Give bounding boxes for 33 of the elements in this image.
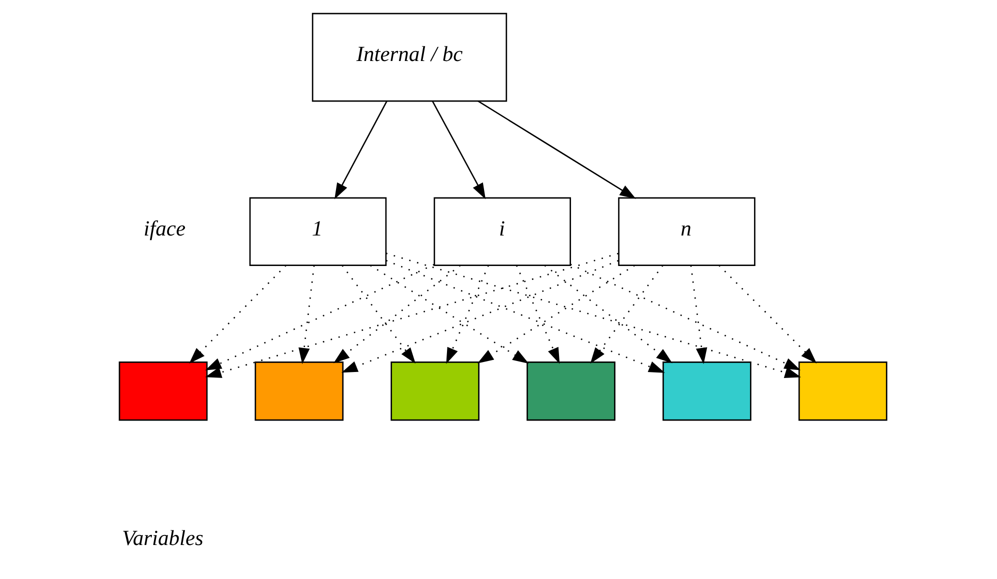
node-box <box>662 362 751 421</box>
arrow <box>570 264 800 370</box>
arrow <box>334 100 387 200</box>
label: Variables <box>122 526 203 550</box>
arrow <box>204 252 618 378</box>
arrow <box>340 260 618 373</box>
arrow <box>590 265 663 364</box>
node-box: 1 <box>248 197 386 266</box>
node-box <box>118 362 208 421</box>
arrow <box>431 100 486 200</box>
node-box <box>390 362 479 421</box>
arrow <box>341 265 416 364</box>
node-box: Internal / bc <box>311 12 507 102</box>
arrow <box>298 265 314 364</box>
node-box <box>526 362 615 421</box>
arrow <box>332 264 460 364</box>
arrow <box>515 265 560 364</box>
node-box: n <box>618 197 755 266</box>
node-box: i <box>433 197 570 266</box>
arrow <box>690 265 707 364</box>
arrow <box>385 260 664 373</box>
node-box <box>254 362 344 421</box>
arrow <box>188 264 286 364</box>
arrow <box>385 252 800 378</box>
label: iface <box>143 216 186 240</box>
arrow <box>446 265 489 364</box>
arrow <box>477 100 636 199</box>
node-box <box>798 362 887 421</box>
arrow <box>370 264 528 364</box>
arrow <box>544 264 672 364</box>
arrow <box>204 264 434 370</box>
arrow <box>718 264 816 364</box>
arrow <box>476 264 634 364</box>
